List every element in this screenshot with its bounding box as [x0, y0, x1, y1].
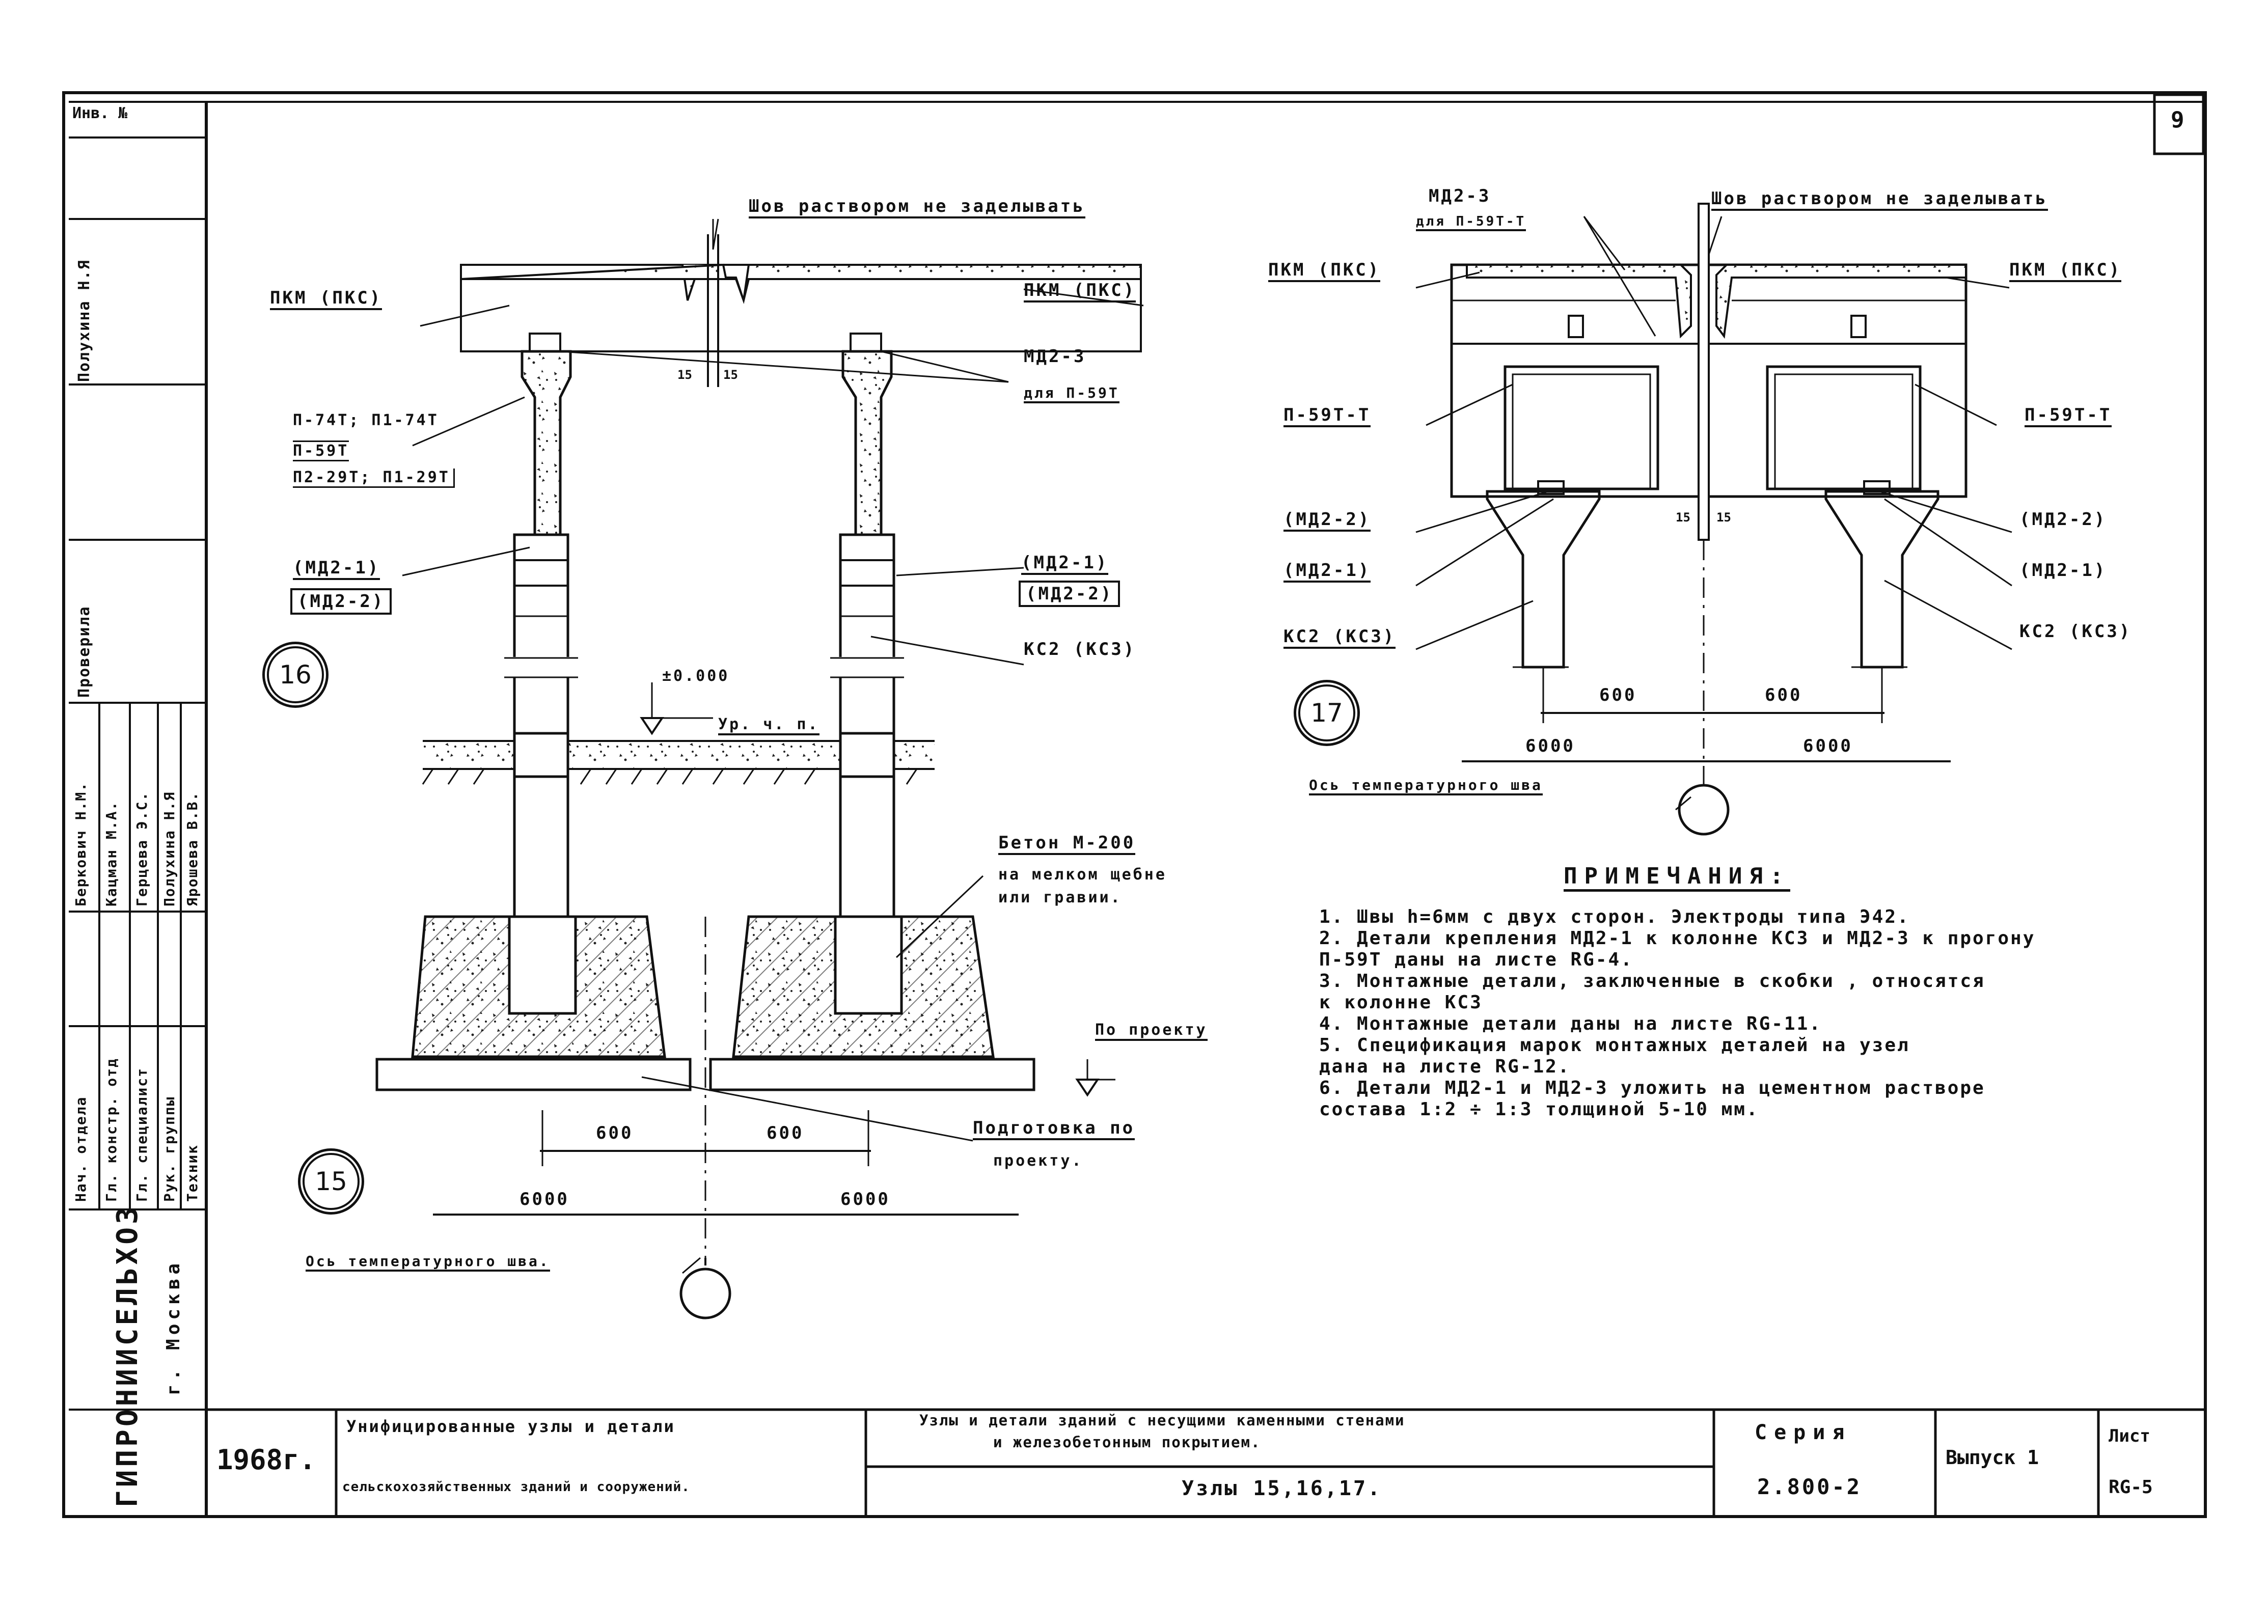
note-line: состава 1:2 ÷ 1:3 толщиной 5-10 мм. — [1319, 1099, 1759, 1120]
role-head-of-dept: Нач. отдела — [72, 1096, 89, 1202]
sheet-number: 9 — [2171, 107, 2184, 133]
dim-6000-left-15: 6000 — [520, 1189, 569, 1209]
preparation-1: Подготовка по — [973, 1118, 1135, 1140]
dim-600-right-15: 600 — [767, 1123, 804, 1143]
gap-left-16: 15 — [677, 368, 692, 382]
md23-sub-16: для П-59Т — [1024, 384, 1119, 403]
dim-600-left-17: 600 — [1599, 685, 1637, 705]
title-desc-4: и железобетонным покрытием. — [993, 1434, 1261, 1451]
beam-left-17: П-59Т-Т — [1283, 405, 1371, 427]
md21-right-16: (МД2-1) — [1021, 553, 1109, 575]
note-line: 5. Спецификация марок монтажных деталей … — [1319, 1035, 1910, 1056]
dim-600-left-15: 600 — [596, 1123, 634, 1143]
md22-right-17: (МД2-2) — [2019, 509, 2107, 530]
zero-level: ±0.000 — [662, 667, 730, 685]
strip-checked-label: Проверила — [75, 605, 93, 698]
note-line: 1. Швы h=6мм с двух сторон. Электроды ти… — [1319, 906, 1910, 927]
md22-left-17: (МД2-2) — [1283, 509, 1371, 532]
series-label: Серия — [1755, 1421, 1852, 1444]
column-kg-right-17: КС2 (КС3) — [2019, 621, 2132, 642]
md23-label-16: МД2-3 — [1024, 346, 1086, 367]
title-desc-2: сельскохозяйственных зданий и сооружений… — [342, 1479, 690, 1495]
dim-6000-right-15: 6000 — [840, 1189, 890, 1209]
axis-label-15: Ось температурного шва. — [306, 1253, 550, 1272]
role-chief-specialist: Гл. специалист — [133, 1067, 150, 1202]
notes-title: ПРИМЕЧАНИЯ: — [1564, 863, 1791, 892]
organization-city: г. Москва — [163, 1259, 184, 1395]
gap-right-16: 15 — [723, 368, 738, 382]
gap-left-17: 15 — [1676, 510, 1690, 525]
concrete-note-2: на мелком щебне — [998, 866, 1167, 884]
dim-600-right-17: 600 — [1765, 685, 1802, 705]
md22-right-16: (МД2-2) — [1019, 581, 1121, 607]
note-line: 3. Монтажные детали, заключенные в скобк… — [1319, 971, 1985, 992]
title-desc-3: Узлы и детали зданий с несущими каменным… — [919, 1412, 1405, 1429]
note-line: дана на листе RG-12. — [1319, 1056, 1571, 1077]
concrete-note-3: или гравии. — [998, 889, 1122, 906]
beam-label-3: П2-29Т; П1-29Т — [293, 469, 455, 488]
seam-note-17: Шов раствором не заделывать — [1711, 188, 2048, 211]
floor-level: Ур. ч. п. — [718, 715, 819, 735]
column-kg-16: КС2 (КС3) — [1024, 639, 1136, 659]
inventory-label: Инв. № — [72, 104, 128, 122]
md21-left-16: (МД2-1) — [293, 558, 380, 580]
title-nodes: Узлы 15,16,17. — [1182, 1477, 1382, 1500]
concrete-grade: Бетон М-200 — [998, 833, 1136, 855]
node-16-marker: 16 — [262, 642, 329, 708]
beam-label-1: П-74Т; П1-74Т — [293, 411, 439, 429]
name-gertseva: Герцева Э.С. — [133, 791, 150, 906]
sheet-code: RG-5 — [2109, 1477, 2153, 1498]
md21-left-17: (МД2-1) — [1283, 560, 1371, 583]
pkm-right-17: ПКМ (ПКС) — [2009, 260, 2122, 282]
seam-note-16: Шов раствором не заделывать — [749, 196, 1085, 218]
note-line: П-59Т даны на листе RG-4. — [1319, 949, 1633, 970]
notes-list: 1. Швы h=6мм с двух сторон. Электроды ти… — [1319, 906, 2035, 1120]
note-line: к колонне КС3 — [1319, 992, 1483, 1013]
dim-6000-right-17: 6000 — [1803, 736, 1853, 756]
dim-6000-left-17: 6000 — [1525, 736, 1575, 756]
beam-label-2: П-59Т — [293, 441, 349, 461]
role-group-leader: Рук. группы — [161, 1096, 178, 1202]
axis-label-17: Ось температурного шва — [1309, 777, 1543, 795]
md21-right-17: (МД2-1) — [2019, 560, 2107, 581]
gap-right-17: 15 — [1716, 510, 1731, 525]
md23-label-17: МД2-3 — [1429, 186, 1491, 206]
organization-name: ГИПРОНИИСЕЛЬХОЗ — [111, 1204, 144, 1507]
md22-left-16: (МД2-2) — [290, 588, 392, 615]
name-yarosheva: Ярошева В.В. — [184, 791, 201, 906]
beam-right-17: П-59Т-Т — [2025, 405, 2112, 427]
title-year: 1968г. — [216, 1444, 316, 1476]
name-berkovich: Беркович Н.М. — [72, 781, 89, 906]
project-level: По проекту — [1095, 1021, 1208, 1041]
note-line: 6. Детали МД2-1 и МД2-3 уложить на цемен… — [1319, 1078, 1985, 1098]
strip-name-top: Полухина Н.Я — [75, 259, 93, 382]
role-chief-constructor: Гл. констр. отд — [103, 1058, 120, 1202]
node-17-marker: 17 — [1294, 680, 1360, 746]
pkm-left-16: ПКМ (ПКС) — [270, 288, 382, 310]
note-line: 2. Детали крепления МД2-1 к колонне КС3 … — [1319, 928, 2036, 949]
pkm-right-16: ПКМ (ПКС) — [1024, 280, 1136, 302]
title-desc-1: Унифицированные узлы и детали — [346, 1417, 675, 1436]
series-number: 2.800-2 — [1757, 1474, 1862, 1499]
sheet-label: Лист — [2109, 1426, 2150, 1446]
name-polukhina: Полухина Н.Я — [161, 791, 178, 906]
column-kg-left-17: КС2 (КС3) — [1283, 626, 1396, 649]
role-technician: Техник — [184, 1144, 201, 1202]
note-line: 4. Монтажные детали даны на листе RG-11. — [1319, 1013, 1822, 1034]
node-15-marker: 15 — [298, 1148, 364, 1215]
md23-sub-17: для П-59Т-Т — [1416, 214, 1526, 231]
pkm-left-17: ПКМ (ПКС) — [1268, 260, 1381, 282]
preparation-2: проекту. — [993, 1152, 1083, 1170]
issue-label: Выпуск 1 — [1946, 1446, 2039, 1469]
name-katsman: Кацман М.А. — [103, 801, 120, 906]
